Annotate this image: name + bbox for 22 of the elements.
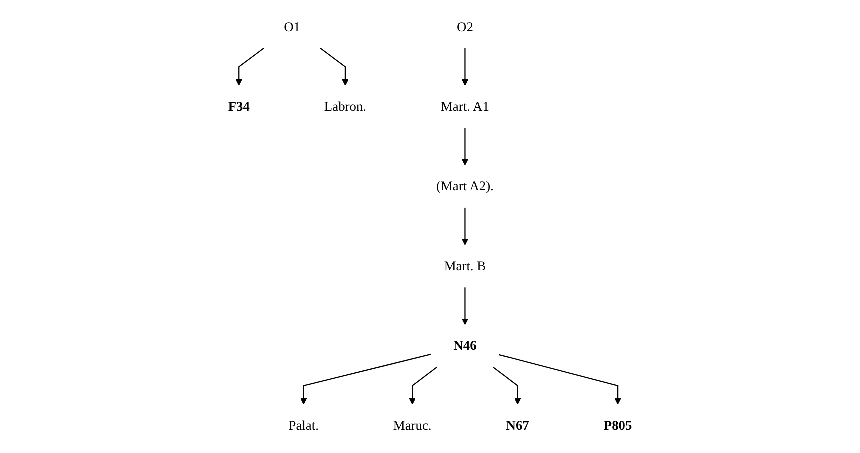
arrow [300, 354, 432, 405]
arrow [462, 128, 468, 166]
node-text: Palat. [288, 418, 319, 433]
arrow [492, 366, 521, 405]
arrow [236, 48, 264, 86]
arrow [462, 288, 468, 326]
node-text: (Mart A2). [436, 178, 494, 194]
node-text: N46 [453, 338, 477, 354]
node-text: F34 [228, 99, 250, 114]
node-text: O1 [284, 19, 300, 34]
arrow [498, 354, 622, 405]
arrow [462, 48, 468, 86]
arrow [320, 48, 348, 86]
node-text: P805 [604, 418, 632, 433]
node-text: Mart. A1 [440, 99, 490, 114]
node-text: Mart. B [444, 258, 486, 274]
node-text: N67 [506, 418, 530, 433]
node-text: Maruc. [393, 418, 432, 433]
arrow [462, 208, 468, 246]
node-text: O2 [456, 19, 474, 34]
arrow [409, 366, 438, 405]
node-text: Labron. [324, 99, 366, 114]
